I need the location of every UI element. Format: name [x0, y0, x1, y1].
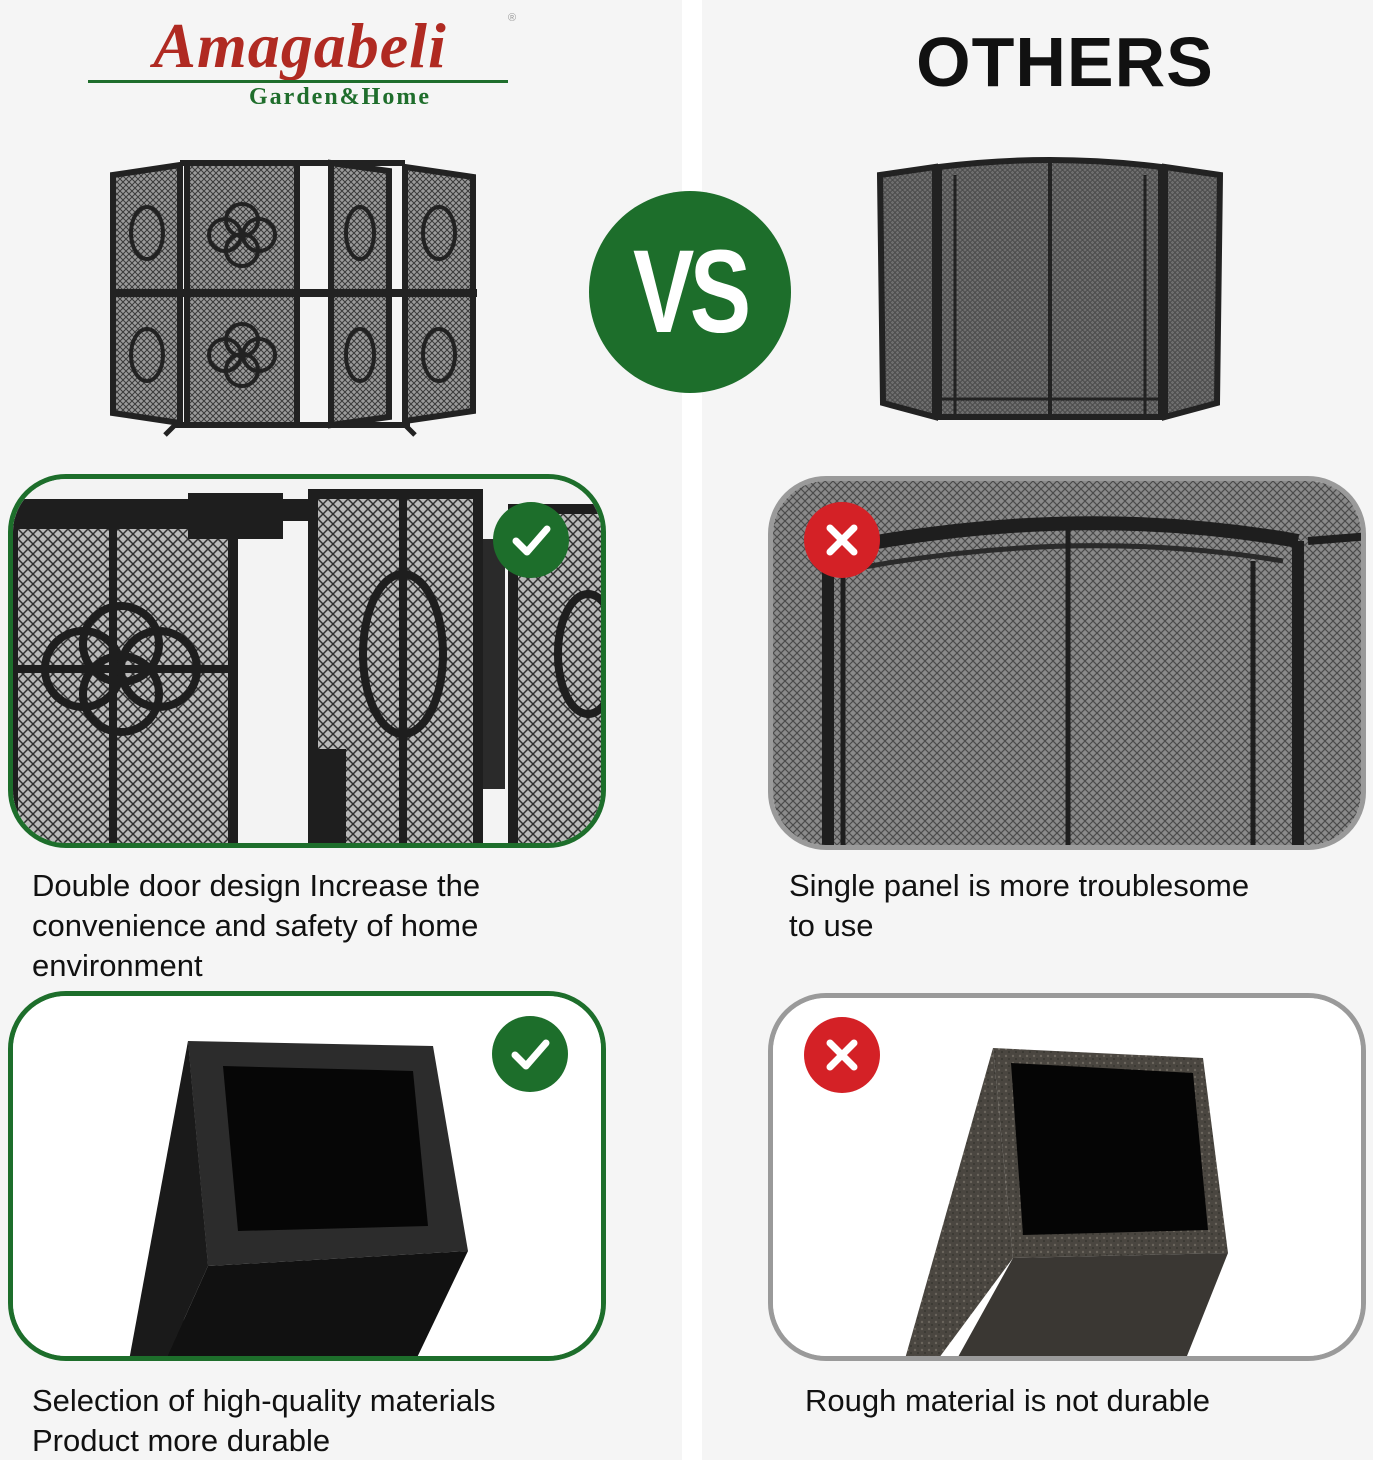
caption-line: to use — [789, 908, 874, 943]
vs-label: VS — [633, 226, 751, 358]
caption-line: Single panel is more troublesome — [789, 868, 1250, 903]
caption-line: convenience and safety of home — [32, 908, 479, 943]
caption-line: Selection of high-quality materials — [32, 1383, 496, 1418]
others-title: OTHERS — [916, 23, 1214, 101]
check-icon — [493, 502, 569, 578]
caption-line: environment — [32, 948, 203, 983]
caption-double-door: Double door design Increase the convenie… — [32, 866, 480, 986]
caption-line: Rough material is not durable — [805, 1383, 1210, 1418]
cross-icon — [804, 1017, 880, 1093]
caption-line: Product more durable — [32, 1423, 331, 1458]
caption-single-panel: Single panel is more troublesome to use — [789, 866, 1249, 946]
brand-underline — [88, 80, 508, 83]
fireplace-screen-double-door-icon — [110, 159, 477, 437]
caption-line: Double door design Increase the — [32, 868, 481, 903]
cross-icon — [804, 502, 880, 578]
rough-square-tube-closeup — [768, 993, 1366, 1361]
caption-materials: Selection of high-quality materials Prod… — [32, 1381, 496, 1461]
caption-rough-material: Rough material is not durable — [805, 1381, 1210, 1421]
brand-tagline: Garden&Home — [249, 84, 431, 110]
brand-name: Amagabeli — [153, 10, 447, 81]
check-icon — [492, 1016, 568, 1092]
vs-badge: VS — [589, 191, 791, 393]
fireplace-screen-three-panel-icon — [876, 157, 1224, 421]
brand-logo: Amagabeli Garden&Home ® — [80, 6, 520, 116]
registered-mark: ® — [508, 12, 517, 24]
